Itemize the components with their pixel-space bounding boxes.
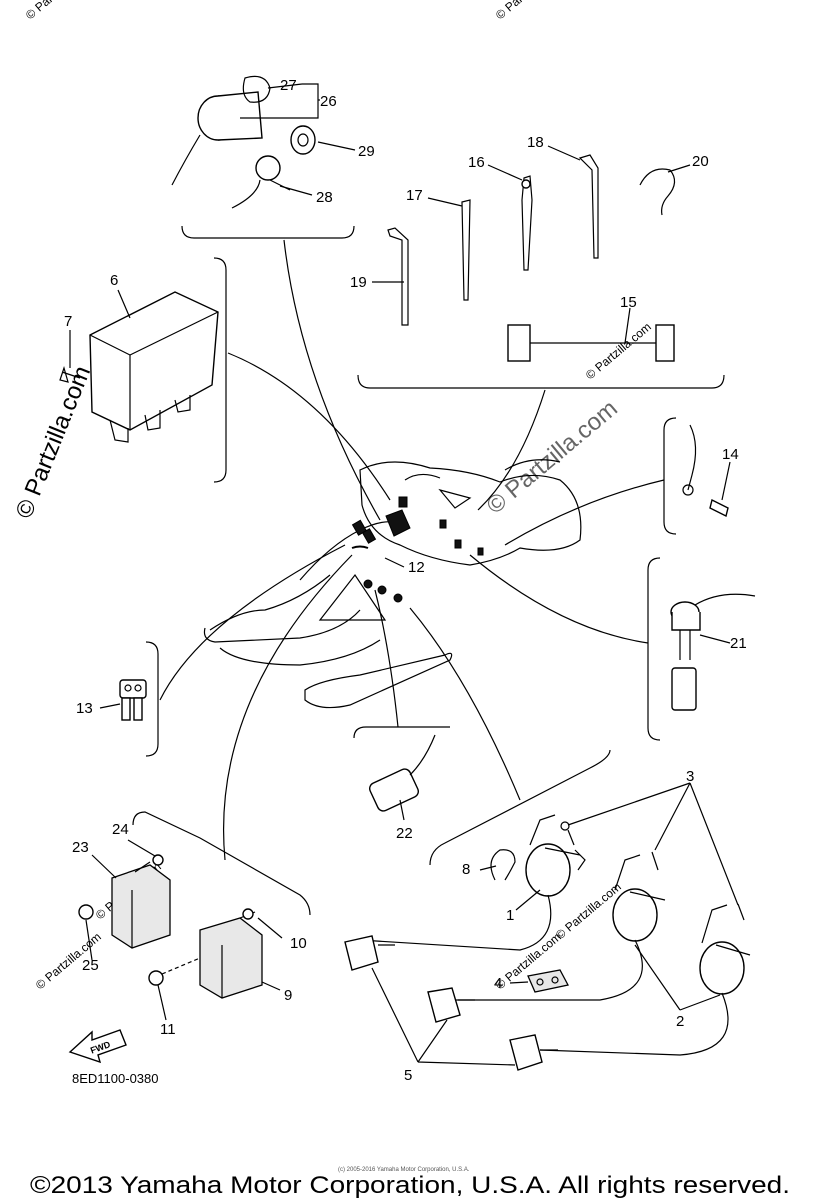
watermark-center: © Partzilla.com [482, 395, 623, 520]
callout-2: 2 [676, 1013, 684, 1030]
plug-cap-c [509, 1034, 558, 1071]
callout-7: 7 [64, 313, 72, 330]
leader-lines [69, 83, 739, 1066]
copyright-notice: ©2013 Yamaha Motor Corporation, U.S.A. A… [30, 1172, 790, 1199]
callout-12: 12 [408, 559, 425, 576]
callout-11: 11 [160, 1021, 176, 1038]
bracket-rectifier [132, 811, 311, 916]
callout-19: 19 [350, 274, 367, 291]
ignition-coil-1 [359, 814, 586, 951]
clamp-20 [639, 168, 676, 216]
watermarks: © Partzilla.com © Partzilla.com © Partzi… [11, 0, 654, 992]
callout-8: 8 [462, 861, 470, 878]
callout-3: 3 [686, 768, 694, 785]
ecu-unit [89, 291, 219, 443]
bracket-ground [663, 417, 677, 535]
bracket-condenser [353, 726, 450, 739]
callout-23: 23 [72, 839, 89, 856]
fwd-arrow: FWD [68, 1029, 127, 1064]
bracket-coupler [145, 641, 159, 757]
group-brackets [132, 225, 725, 916]
callout-27: 27 [280, 77, 297, 94]
callout-25: 25 [82, 957, 99, 974]
screws-3 [567, 829, 745, 921]
chassis-frame [203, 459, 582, 709]
plug-cap-b [427, 987, 475, 1023]
clamp-8 [490, 849, 516, 881]
callout-24: 24 [112, 821, 129, 838]
bracket-coils [429, 749, 611, 866]
callout-29: 29 [358, 143, 375, 160]
watermark-left: © Partzilla.com [11, 362, 97, 522]
callout-9: 9 [284, 987, 292, 1004]
callout-14: 14 [722, 446, 739, 463]
callout-1: 1 [506, 907, 514, 924]
rectifier-23 [111, 854, 171, 949]
nut-25 [78, 904, 94, 920]
condenser-22 [368, 734, 436, 812]
bracket-sensor [647, 557, 661, 741]
switch-lower [231, 155, 291, 209]
sensor-21 [670, 593, 756, 711]
callout-21: 21 [730, 635, 747, 652]
ring-nut [290, 125, 316, 155]
callout-22: 22 [396, 825, 413, 842]
bracket-top-left [181, 225, 355, 239]
bolt-7 [59, 365, 81, 383]
callout-6: 6 [110, 272, 118, 289]
coupler-13 [119, 679, 147, 721]
nut-11 [148, 957, 201, 986]
small-copyright: (c) 2005-2016 Yamaha Motor Corporation, … [338, 1167, 470, 1173]
callouts: 27 26 29 28 18 16 20 17 19 15 6 7 14 12 … [64, 77, 747, 1084]
callout-28: 28 [316, 189, 333, 206]
band-19 [387, 227, 409, 326]
callout-13: 13 [76, 700, 93, 717]
watermark-mid-right: © Partzilla.com [583, 320, 654, 383]
callout-10: 10 [290, 935, 307, 952]
band-18 [578, 154, 599, 259]
callout-17: 17 [406, 187, 423, 204]
ignition-coil-2b [539, 904, 751, 1056]
callout-18: 18 [527, 134, 544, 151]
bracket-top-right [357, 374, 725, 389]
holder-15 [507, 324, 675, 362]
callout-26: 26 [320, 93, 337, 110]
harness-connectors [351, 496, 484, 603]
ground-lead [682, 424, 729, 518]
watermark-top-mid: © Partzilla.com [493, 0, 564, 22]
part-code: 8ED1100-0380 [72, 1071, 159, 1086]
band-17 [461, 199, 471, 301]
watermark-top-left: © Partzilla.com [23, 0, 94, 22]
callout-15: 15 [620, 294, 637, 311]
bracket-ecu [213, 257, 227, 483]
callout-20: 20 [692, 153, 709, 170]
bracket-4 [527, 969, 569, 993]
regulator-9 [199, 908, 263, 999]
callout-16: 16 [468, 154, 485, 171]
main-switch [171, 75, 271, 186]
callout-5: 5 [404, 1067, 412, 1084]
plug-cap-a [344, 935, 395, 971]
callout-4: 4 [494, 975, 502, 992]
clamp-16 [521, 175, 533, 271]
